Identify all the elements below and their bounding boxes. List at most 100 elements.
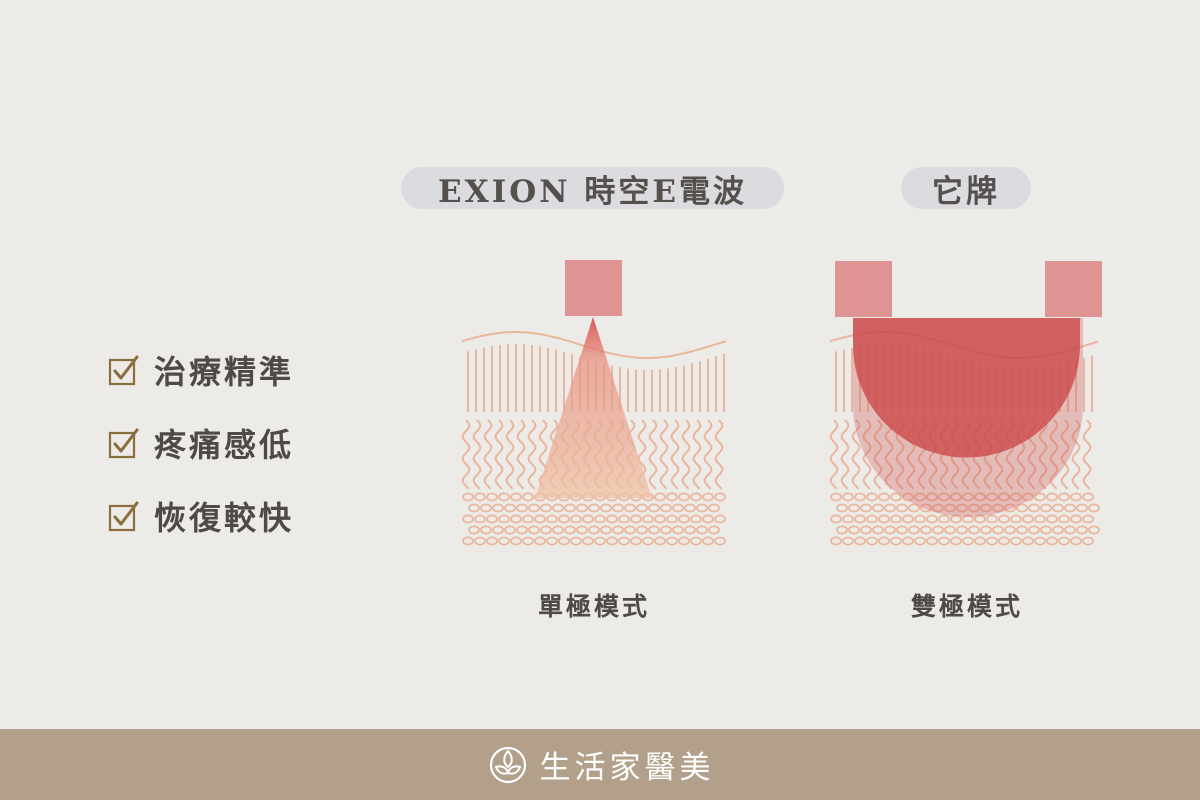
fat-cell [636,503,648,513]
checkbox-checked-icon [108,355,139,386]
fat-cell [872,503,884,513]
fat-cell [480,525,492,535]
fat-cell [1070,536,1082,546]
fat-cell [474,492,486,502]
fat-cell [618,536,630,546]
wavy-fiber [516,419,526,490]
fat-cell [1022,536,1034,546]
fat-cell [1046,536,1058,546]
fat-cell [462,514,474,524]
fat-cell [1010,536,1022,546]
fat-cell [630,514,642,524]
fat-cell [708,503,720,513]
checkbox-checked-icon [108,501,139,532]
fat-cell [860,525,872,535]
checkbox-checked-icon [108,428,139,459]
fat-cell [564,503,576,513]
wavy-fiber [703,419,713,490]
fat-cell [702,536,714,546]
wavy-fiber [1060,419,1070,490]
monopolar-electrode [565,260,622,316]
energy-beam [535,317,652,498]
fat-cell [678,536,690,546]
fat-cell [714,536,726,546]
fat-cell [1052,503,1064,513]
fat-cell [714,492,726,502]
wavy-fiber [659,419,669,490]
fat-cell [510,514,522,524]
fat-cell [884,525,896,535]
wavy-fiber [862,419,872,490]
fat-cell [1022,492,1034,502]
fat-cell [672,503,684,513]
fat-cell [1046,492,1058,502]
wavy-fiber [505,419,515,490]
fat-cell [474,514,486,524]
fat-cell [486,492,498,502]
fat-cell [516,503,528,513]
wavy-fiber [648,419,658,490]
fat-cell [1082,492,1094,502]
fat-cell [582,536,594,546]
fat-cell [702,492,714,502]
wavy-fiber [884,419,894,490]
fat-cell [600,503,612,513]
fat-cell [848,503,860,513]
fat-cell [522,514,534,524]
fat-cell [648,525,660,535]
fat-cell [1010,514,1022,524]
fat-cell [968,503,980,513]
fat-cell [1064,503,1076,513]
fat-cell [672,525,684,535]
bipolar-diagram [829,261,1102,546]
fat-cell [1034,492,1046,502]
fat-cell [660,525,672,535]
fat-cell [926,514,938,524]
fat-cell [842,536,854,546]
fat-cell [926,536,938,546]
fat-cell [498,514,510,524]
fat-cell [878,514,890,524]
fat-cell [1034,514,1046,524]
fat-cell [558,514,570,524]
fat-cell [492,503,504,513]
fat-cell [624,503,636,513]
fat-cell [974,492,986,502]
fat-cell [552,503,564,513]
fat-cell [980,525,992,535]
energy-field-inner [853,318,1080,458]
fat-cell [594,536,606,546]
fat-cell [998,492,1010,502]
fat-cell [558,536,570,546]
wavy-fiber [483,419,493,490]
fat-cell [486,514,498,524]
fat-cell [696,525,708,535]
fat-cell [684,525,696,535]
fat-cell [600,525,612,535]
fat-cell [1004,503,1016,513]
fat-cell [962,492,974,502]
competitor-title: 它牌 [932,173,1000,210]
fat-cell [588,503,600,513]
fat-cell [896,503,908,513]
fat-cell [932,525,944,535]
monopolar-diagram [461,260,727,546]
fat-cell [510,536,522,546]
fat-cell [872,525,884,535]
fat-cell [878,492,890,502]
competitor-title-pill: 它牌 [901,167,1031,210]
bipolar-electrode-left [835,261,892,317]
fat-cell [480,503,492,513]
fat-cell [666,536,678,546]
fat-cell [980,503,992,513]
wavy-fiber [873,419,883,490]
wavy-fiber [1071,419,1081,490]
fat-cell [570,536,582,546]
bipolar-caption: 雙極模式 [910,592,1023,621]
fat-cell [636,525,648,535]
fat-cell [1016,525,1028,535]
fat-cell [866,514,878,524]
fat-cell [546,514,558,524]
fat-cell [594,514,606,524]
fat-cell [516,525,528,535]
